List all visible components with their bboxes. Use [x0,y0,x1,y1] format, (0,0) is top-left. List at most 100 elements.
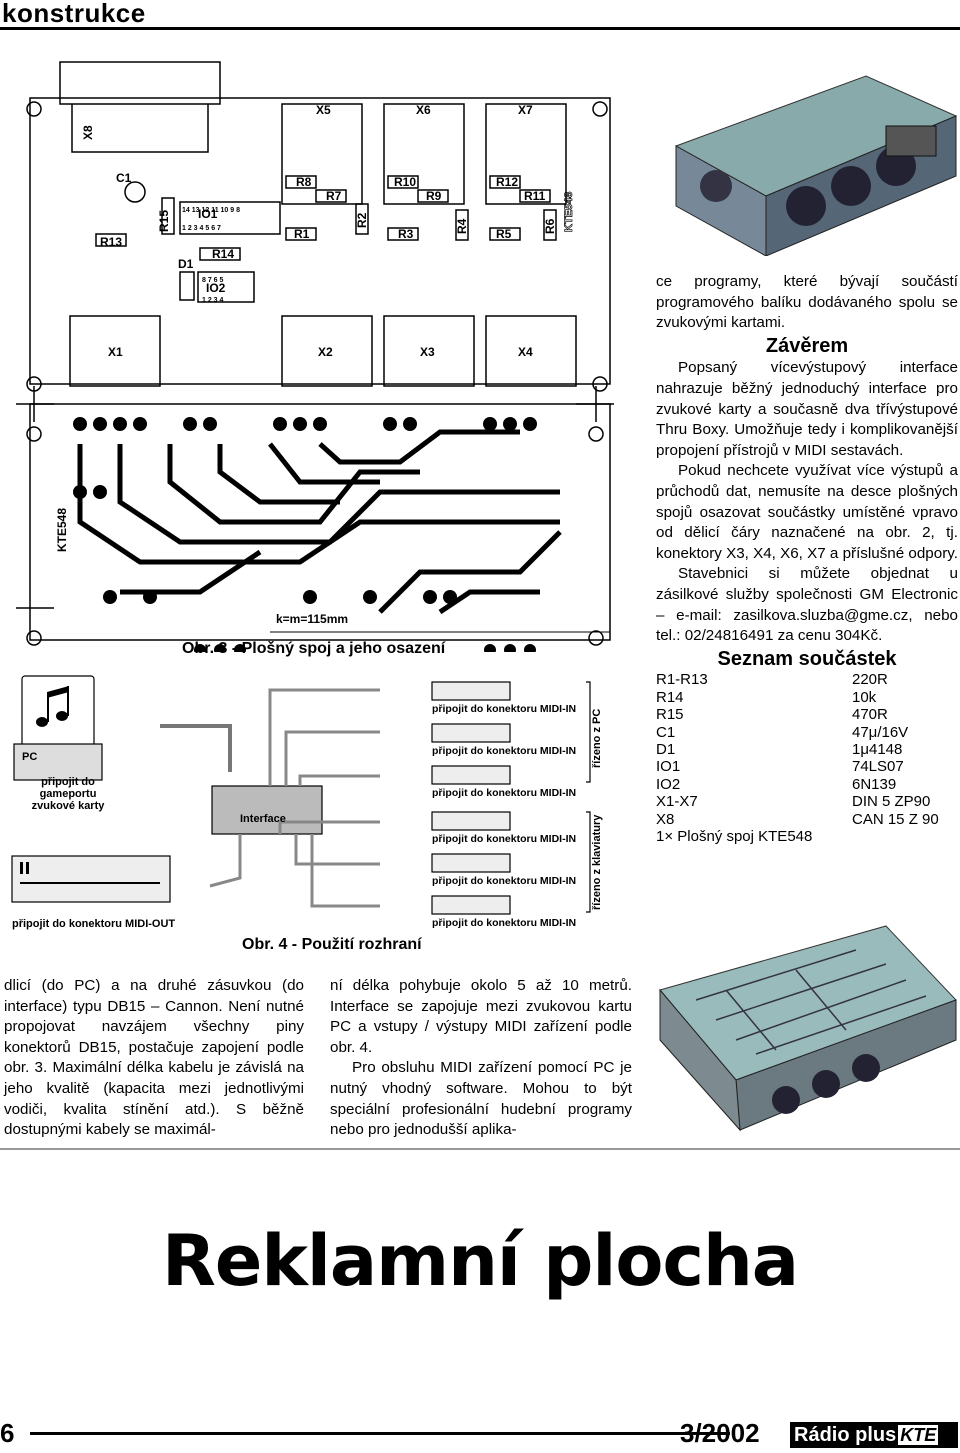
part-value: 74LS07 [852,758,904,776]
interface-label: Interface [240,813,286,825]
part-value: DIN 5 ZP90 [852,793,931,811]
ad-text: Reklamní plocha [161,1220,799,1302]
svg-text:R12: R12 [496,175,518,189]
svg-text:R10: R10 [394,175,416,189]
conclusion-heading: Závěrem [765,334,849,357]
intro-paragraph: ce programy, které bývají součástí progr… [656,273,958,332]
brand-logo: KTE [898,1425,939,1445]
body-paragraph: dlicí (do PC) a na druhé zásuvkou (do in… [4,977,304,1139]
keyboard-note: připojit do konektoru MIDI-OUT [12,918,176,930]
svg-text:1 2 3 4: 1 2 3 4 [202,297,224,304]
pcb-component-side [26,61,611,392]
conclusion-paragraph-3: Stavebnici si můžete objednat u zásilkov… [656,565,958,645]
pc-label: PC [22,751,37,763]
svg-text:1 2 3 4 5 6 7: 1 2 3 4 5 6 7 [182,225,221,232]
svg-text:R8: R8 [296,175,312,189]
interface-photo-bottom [656,920,960,1142]
parts-row: R14 10k [656,689,958,706]
svg-text:R4: R4 [455,218,469,234]
midi-in-label: připojit do konektoru MIDI-IN [432,833,576,845]
side-label-pc: řízeno z PC [591,709,603,768]
part-ref: R14 [656,688,684,706]
part-ref: C1 [656,723,676,741]
issue-number: 3/2002 [680,1418,760,1448]
pcb-mount-holes [16,386,614,646]
svg-text:X1: X1 [108,345,123,359]
usage-diagram: PC Interface připojit do konektoru MIDI-… [11,675,603,929]
midi-in-label: připojit do konektoru MIDI-IN [432,787,576,799]
scale-label: k=m=115mm [276,612,349,626]
page-number: 6 [0,1418,15,1448]
parts-row: R15 470R [656,706,958,723]
pcb-figure: X8 X5 X6 X7 C1 R15 IO1 R13 R14 D1 IO2 R8… [16,61,614,652]
parts-row: D1 1μ4148 [656,741,958,758]
parts-row: X1-X7 DIN 5 ZP90 [656,793,958,810]
figure3-caption: Obr. 3 - Plošný spoj a jeho osazení [182,640,446,657]
midi-in-label: připojit do konektoru MIDI-IN [432,875,576,887]
svg-text:X4: X4 [518,345,533,359]
pc-monitor [21,675,95,747]
part-ref: X1-X7 [656,793,698,811]
header-rule [0,27,960,30]
svg-text:R14: R14 [212,247,234,261]
svg-text:D1: D1 [178,257,194,271]
svg-text:IO1: IO1 [198,207,218,221]
svg-text:X8: X8 [81,125,95,140]
svg-text:IO2: IO2 [206,281,226,295]
svg-text:14 13 12 11 10 9 8: 14 13 12 11 10 9 8 [182,207,240,214]
part-ref: R15 [656,706,684,724]
keyboard-keys [20,862,160,884]
svg-text:KTE548: KTE548 [563,192,575,232]
ad-space: Reklamní plocha [0,1148,960,1390]
keyboard [11,855,171,903]
body-paragraph: ní délka pohybuje okolo 5 až 10 metrů. I… [330,977,632,1056]
part-value: 10k [852,688,877,706]
pcb-pads [73,417,537,652]
part-ref: 1× Plošný spoj KTE548 [656,827,813,845]
svg-text:C1: C1 [116,171,132,185]
part-ref: X8 [656,810,675,828]
interface-photo-top [656,56,960,256]
pcb-labels: X8 X5 X6 X7 C1 R15 IO1 R13 R14 D1 IO2 R8… [81,103,575,359]
midi-in-labels: připojit do konektoru MIDI-IN připojit d… [432,703,576,929]
svg-text:X7: X7 [518,103,533,117]
svg-text:R11: R11 [524,189,546,203]
music-notes-icon [36,686,69,727]
parts-row: IO2 6N139 [656,776,958,793]
midi-in-label: připojit do konektoru MIDI-IN [432,745,576,757]
svg-text:X5: X5 [316,103,331,117]
part-value: 1μ4148 [852,740,903,758]
parts-heading: Seznam součástek [717,647,897,670]
midi-in-label: připojit do konektoru MIDI-IN [432,703,576,715]
right-column: ce programy, které bývají součástí progr… [656,272,958,845]
figure4-caption: Obr. 4 - Použití rozhraní [242,936,422,953]
bottom-column-2: ní délka pohybuje okolo 5 až 10 metrů. I… [330,976,632,1141]
section-header: konstrukce [0,0,960,30]
part-value: 6N139 [852,775,897,793]
svg-text:R2: R2 [355,212,369,228]
pcb-board-label: KTE548 [55,508,69,552]
conclusion-paragraph-2: Pokud nechcete využívat více výstupů a p… [656,462,958,562]
part-value: 470R [852,706,888,724]
part-value: 47μ/16V [852,723,909,741]
svg-text:8 7 6 5: 8 7 6 5 [202,277,224,284]
body-paragraph: Pro obsluhu MIDI zařízení pomocí PC je n… [330,1059,632,1139]
pc-note: připojit do gameportu zvukové karty [31,776,105,812]
bottom-column-1: dlicí (do PC) a na druhé zásuvkou (do in… [4,976,304,1141]
pcb-copper-side [29,403,611,641]
parts-row: 1× Plošný spoj KTE548 [656,828,958,845]
parts-row: C1 47μ/16V [656,724,958,741]
midi-in-label: připojit do konektoru MIDI-IN [432,917,576,929]
svg-text:R5: R5 [496,227,512,241]
svg-text:R6: R6 [543,218,557,234]
svg-text:R3: R3 [398,227,414,241]
part-ref: D1 [656,740,676,758]
part-ref: IO2 [656,775,681,793]
interface-box [211,785,323,835]
part-value: 220R [852,671,888,689]
